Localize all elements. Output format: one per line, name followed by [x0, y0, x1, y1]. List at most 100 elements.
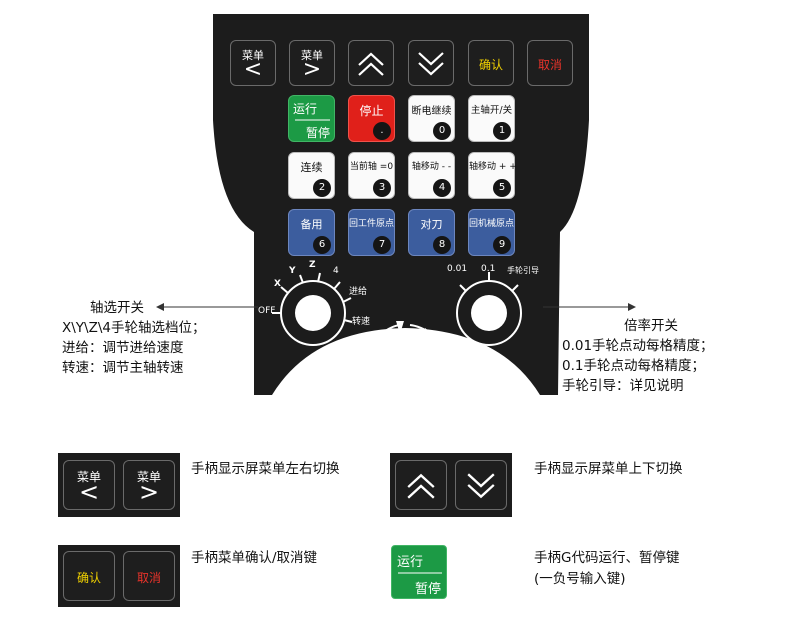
legend-menu-lr-caption: 手柄显示屏菜单左右切换 [191, 461, 340, 477]
right-annotation-line-2: 0.01手轮点动每格精度； [562, 338, 714, 354]
chevron-up-double-icon [358, 52, 384, 76]
menu-left-button[interactable]: 菜单 < [230, 40, 276, 86]
legend-menu-ud-caption: 手柄显示屏菜单上下切换 [534, 461, 683, 477]
legend-down-button [455, 460, 507, 510]
legend-chevron-right-icon: > [138, 478, 160, 506]
right-annotation-line-3: 0.1手轮点动每格精度； [562, 358, 705, 374]
return-work-origin-label: 回工件原点 [349, 219, 395, 229]
chevron-down-double-icon [418, 52, 444, 76]
legend-cancel-label: 取消 [136, 571, 161, 585]
legend-gcode-run-caption-2: (一负号输入键) [534, 571, 626, 587]
multiplier-001-label: 0.01 [447, 264, 468, 274]
axis-minus-label: 轴移动 - - [411, 162, 452, 172]
multiplier-01-label: 0.1 [481, 264, 496, 274]
return-work-origin-number: 7 [373, 236, 391, 254]
spindle-button[interactable]: 主轴开/关 1 [468, 95, 515, 142]
cancel-button[interactable]: 取消 [527, 40, 573, 86]
legend-chevron-up-icon [407, 473, 435, 499]
continuous-label: 连续 [300, 161, 323, 174]
right-annotation-line-1: 倍率开关 [624, 318, 678, 334]
right-annotation-line-4: 手轮引导：详见说明 [562, 378, 684, 394]
legend-run-pause-divider [398, 572, 442, 574]
return-machine-origin-label: 回机械原点 [469, 219, 515, 229]
left-annotation-line-3: 进给：调节进给速度 [62, 340, 184, 356]
spindle-number: 1 [493, 122, 511, 140]
axis-plus-button[interactable]: 轴移动 + + 5 [468, 152, 517, 199]
legend-cancel-button: 取消 [123, 551, 175, 601]
multiplier-knob [456, 272, 522, 346]
axis-plus-label: 轴移动 + + [469, 162, 517, 172]
pause-label: 暂停 [305, 126, 330, 140]
left-pointer-arrow [156, 303, 164, 311]
current-axis-number: 3 [373, 179, 391, 197]
chevron-left-icon: < [243, 57, 263, 82]
legend-chevron-down-icon [467, 473, 495, 499]
legend-run-label: 运行 [397, 555, 424, 570]
knob-x-label: X [274, 279, 281, 289]
left-annotation: 轴选开关 X\Y\Z\4手轮轴选档位； 进给：调节进给速度 转速：调节主轴转速 [62, 298, 205, 378]
stop-button[interactable]: 停止 . [348, 95, 395, 142]
resume-label: 断电继续 [411, 106, 452, 117]
return-work-origin-button[interactable]: 回工件原点 7 [348, 209, 395, 256]
knob-4-label: 4 [333, 266, 339, 276]
spindle-label: 主轴开/关 [470, 105, 513, 116]
run-pause-divider [295, 119, 330, 121]
run-pause-button[interactable]: 运行 暂停 [288, 95, 335, 142]
axis-plus-number: 5 [493, 179, 511, 197]
knob-speed-label: 转速 [352, 317, 371, 327]
menu-down-button[interactable] [408, 40, 454, 86]
axis-minus-button[interactable]: 轴移动 - - 4 [408, 152, 455, 199]
resume-number: 0 [433, 122, 451, 140]
legend-confirm-label: 确认 [76, 571, 101, 585]
menu-right-label: 菜单 [301, 49, 323, 62]
legend-menu-ud-plate [390, 453, 512, 517]
spare-button[interactable]: 备用 6 [288, 209, 335, 256]
legend-up-button [395, 460, 447, 510]
legend-menu-right-label: 菜单 [136, 470, 161, 484]
axis-select-knob [272, 272, 353, 346]
resume-button[interactable]: 断电继续 0 [408, 95, 455, 142]
stop-number: . [373, 122, 391, 140]
confirm-button[interactable]: 确认 [468, 40, 514, 86]
legend-chevron-left-icon: < [78, 478, 100, 506]
return-machine-origin-button[interactable]: 回机械原点 9 [468, 209, 515, 256]
right-annotation: 倍率开关 0.01手轮点动每格精度； 0.1手轮点动每格精度； 手轮引导：详见说… [562, 316, 714, 396]
continuous-number: 2 [313, 179, 331, 197]
legend-confirm-cancel-plate: 确认 取消 [58, 545, 180, 607]
knob-z-label: Z [309, 260, 316, 270]
menu-up-button[interactable] [348, 40, 394, 86]
stop-label: 停止 [359, 104, 384, 118]
legend-confirm-cancel-caption: 手柄菜单确认/取消键 [191, 550, 318, 566]
left-annotation-line-4: 转速：调节主轴转速 [62, 360, 184, 376]
chevron-right-icon: > [302, 57, 322, 82]
legend-run-pause-button: 运行 暂停 [391, 545, 447, 599]
spare-number: 6 [313, 236, 331, 254]
axis-minus-number: 4 [433, 179, 451, 197]
knob-feed-label: 进给 [349, 287, 368, 297]
knob-y-label: Y [289, 266, 296, 276]
left-annotation-line-2: X\Y\Z\4手轮轴选档位； [62, 320, 206, 336]
handwheel-guide-label: 手轮引导 [507, 266, 539, 275]
confirm-label: 确认 [478, 58, 503, 72]
tool-setting-label: 对刀 [420, 218, 443, 231]
left-annotation-line-1: 轴选开关 [90, 300, 144, 316]
return-machine-origin-number: 9 [493, 236, 511, 254]
tool-setting-number: 8 [433, 236, 451, 254]
current-axis-zero-button[interactable]: 当前轴 =0 3 [348, 152, 395, 199]
tool-setting-button[interactable]: 对刀 8 [408, 209, 455, 256]
menu-left-label: 菜单 [242, 49, 264, 62]
legend-gcode-run-caption-1: 手柄G代码运行、暂停键 [534, 550, 680, 566]
minus-icon: ⊖ [364, 331, 374, 344]
right-pointer-arrow [628, 303, 636, 311]
plus-icon: ⊕ [433, 329, 443, 342]
continuous-button[interactable]: 连续 2 [288, 152, 335, 199]
spare-label: 备用 [300, 218, 323, 231]
run-label: 运行 [293, 102, 318, 116]
legend-pause-label: 暂停 [414, 582, 441, 597]
jog-direction-indicator [375, 321, 434, 339]
legend-menu-right-button: 菜单 > [123, 460, 175, 510]
legend-menu-lr-plate: 菜单 < 菜单 > [58, 453, 180, 517]
cancel-label: 取消 [537, 58, 562, 72]
menu-right-button[interactable]: 菜单 > [289, 40, 335, 86]
knob-off-label: OFF [258, 306, 276, 316]
